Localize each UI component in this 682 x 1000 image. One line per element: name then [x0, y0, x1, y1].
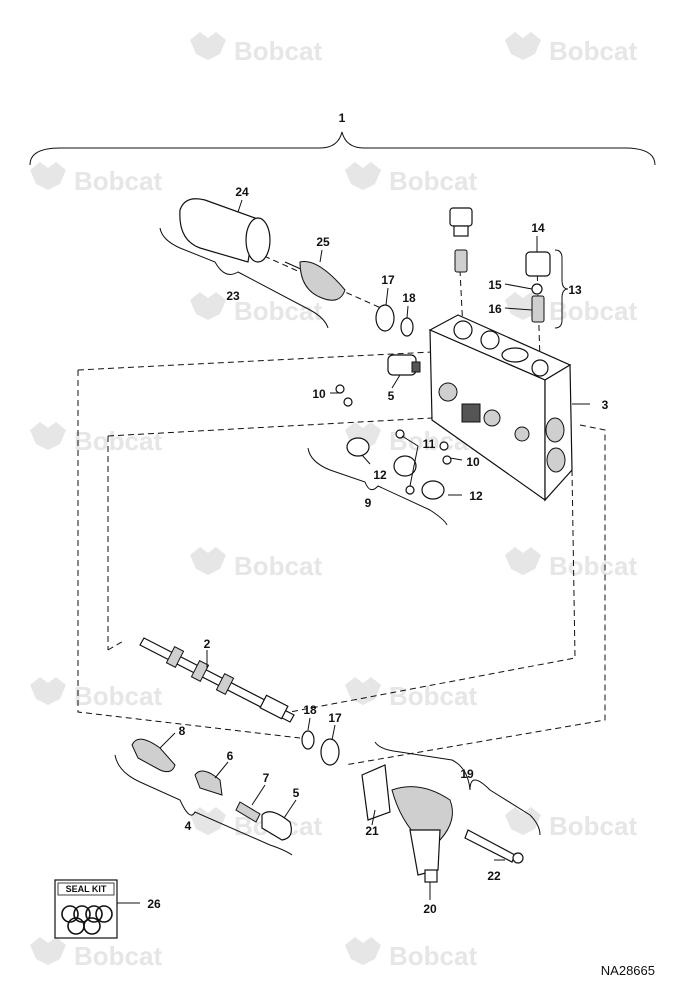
seal-17-upper [375, 304, 395, 332]
callout-17-lower: 17 [328, 711, 342, 725]
callout-2: 2 [204, 637, 211, 651]
watermark: Bobcat [345, 677, 477, 711]
callout-3: 3 [602, 398, 609, 412]
callout-17-upper: 17 [381, 273, 395, 287]
callout-15: 15 [488, 278, 502, 292]
callout-26: 26 [147, 897, 161, 911]
bobcat-logo-icon [30, 162, 66, 190]
bobcat-logo-icon [345, 937, 381, 965]
relief-valve-left [449, 207, 473, 273]
bobcat-logo-icon [190, 547, 226, 575]
callout-16: 16 [488, 302, 502, 316]
svg-text:Bobcat: Bobcat [389, 941, 477, 971]
callout-5-lower: 5 [293, 786, 300, 800]
watermark: Bobcat [190, 547, 322, 581]
watermark: Bobcat [190, 32, 322, 66]
seal-18-lower [301, 730, 315, 750]
callout-14: 14 [531, 221, 545, 235]
relief-valve-right [525, 251, 551, 323]
callout-18-upper: 18 [402, 291, 416, 305]
callout-9: 9 [365, 496, 372, 510]
seal-kit-label: SEAL KIT [66, 884, 107, 894]
svg-text:Bobcat: Bobcat [234, 36, 322, 66]
svg-text:Bobcat: Bobcat [549, 296, 637, 326]
callout-25: 25 [316, 235, 330, 249]
bobcat-logo-icon [190, 807, 226, 835]
svg-text:Bobcat: Bobcat [389, 166, 477, 196]
watermark: Bobcat [30, 162, 162, 196]
group-23-brace [159, 227, 329, 329]
watermark: Bobcat [190, 292, 322, 326]
bobcat-logo-icon [505, 32, 541, 60]
callout-12-right: 12 [373, 468, 387, 482]
watermark: Bobcat [30, 422, 162, 456]
callout-24: 24 [235, 185, 249, 199]
svg-text:Bobcat: Bobcat [74, 681, 162, 711]
bobcat-logo-icon [30, 422, 66, 450]
callout-1: 1 [339, 111, 346, 125]
callout-19: 19 [460, 767, 474, 781]
callout-10-upper: 10 [312, 387, 326, 401]
svg-text:Bobcat: Bobcat [74, 426, 162, 456]
callout-23: 23 [226, 289, 240, 303]
watermark: Bobcat [345, 162, 477, 196]
group-4-brace [114, 754, 293, 856]
callout-21: 21 [365, 824, 379, 838]
svg-text:Bobcat: Bobcat [74, 941, 162, 971]
bobcat-logo-icon [190, 32, 226, 60]
watermark: Bobcat [345, 937, 477, 971]
callout-12-center: 12 [469, 489, 483, 503]
callout-4: 4 [185, 819, 192, 833]
svg-text:Bobcat: Bobcat [549, 36, 637, 66]
callout-13: 13 [568, 283, 582, 297]
bobcat-logo-icon [30, 677, 66, 705]
callout-5-upper: 5 [388, 389, 395, 403]
svg-text:Bobcat: Bobcat [234, 551, 322, 581]
group-13-bracket [554, 249, 569, 329]
group-19-brace [374, 741, 541, 836]
bobcat-logo-icon [505, 547, 541, 575]
handle-assembly [361, 764, 524, 883]
watermark: Bobcat [505, 807, 637, 841]
callout-6: 6 [227, 749, 234, 763]
bobcat-logo-icon [505, 807, 541, 835]
callout-7: 7 [263, 771, 270, 785]
group-9-brace [307, 447, 448, 526]
callout-22: 22 [487, 869, 501, 883]
seal-17-lower [320, 738, 340, 766]
main-spool [139, 637, 295, 723]
callout-8: 8 [179, 724, 186, 738]
svg-text:Bobcat: Bobcat [549, 811, 637, 841]
spool-housing [179, 198, 346, 301]
callouts: 1 2 3 4 5 5 6 7 8 9 10 10 11 12 12 12 13… [147, 111, 608, 916]
watermark-layer: Bobcat Bobcat Bobcat Bobcat Bobcat Bobca… [30, 32, 637, 971]
bobcat-logo-icon [345, 162, 381, 190]
callout-20: 20 [423, 902, 437, 916]
watermark: Bobcat [30, 677, 162, 711]
valve-body [428, 314, 573, 502]
callout-11: 11 [423, 437, 436, 451]
svg-text:Bobcat: Bobcat [74, 166, 162, 196]
plug-upper [387, 354, 421, 376]
watermark: Bobcat [505, 547, 637, 581]
callout-10-lower: 10 [466, 455, 480, 469]
bobcat-logo-icon [190, 292, 226, 320]
bobcat-logo-icon [345, 677, 381, 705]
seal-18-upper [400, 317, 414, 337]
watermark: Bobcat [505, 32, 637, 66]
svg-text:Bobcat: Bobcat [549, 551, 637, 581]
o-ring-group [335, 384, 452, 500]
reference-code: NA28665 [601, 963, 655, 978]
svg-text:Bobcat: Bobcat [234, 296, 322, 326]
phantom-lines [77, 251, 606, 766]
svg-text:Bobcat: Bobcat [389, 681, 477, 711]
watermark: Bobcat [30, 937, 162, 971]
callout-18-lower: 18 [303, 703, 317, 717]
leader-lines [116, 199, 590, 904]
bobcat-logo-icon [30, 937, 66, 965]
seal-kit-rings-icon [61, 905, 113, 935]
assembly-brace [29, 131, 656, 166]
seal-kit-box: SEAL KIT [54, 879, 118, 939]
